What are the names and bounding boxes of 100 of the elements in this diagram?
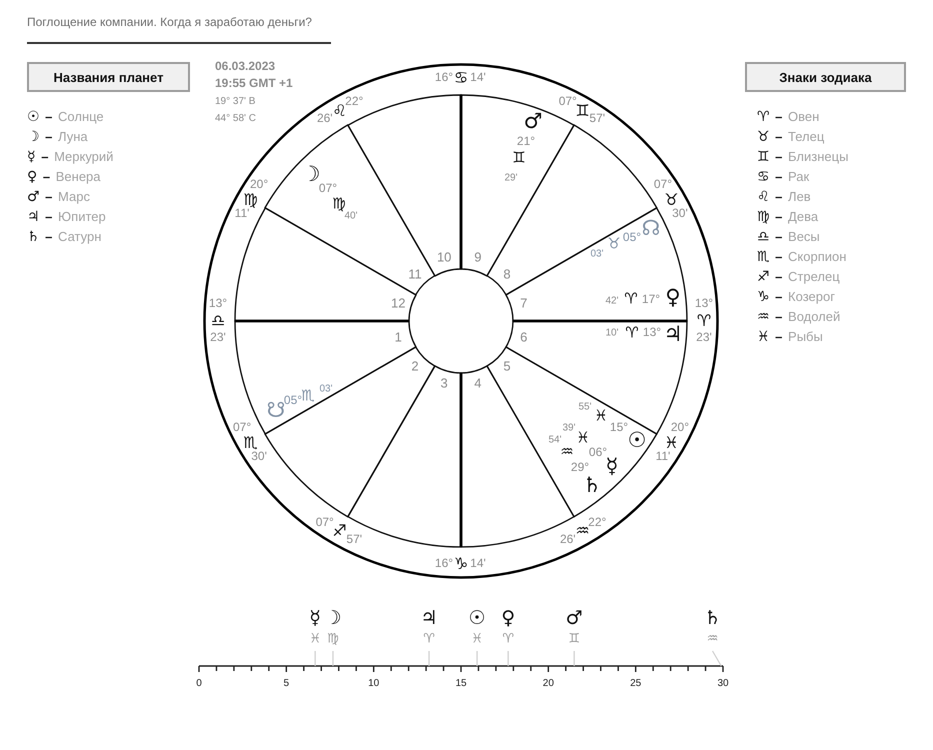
zodiac-symbol: ♈ [423, 632, 435, 648]
house-sector [265, 347, 435, 517]
cusp-minutes: 57' [346, 533, 362, 547]
cusp-minutes: 14' [470, 71, 486, 85]
degree-text: 05° [622, 231, 642, 245]
degree-text: 17° [642, 293, 660, 307]
time-text: 19:55 GMT +1 [215, 77, 293, 91]
minutes-text: 54' [548, 434, 562, 446]
zodiac-symbol: ♓ [471, 632, 483, 648]
planet-symbol: ☉ [628, 428, 646, 452]
coordinate-text: 44° 58' С [215, 113, 256, 125]
legend-entry: ♍ – Дева [757, 209, 818, 225]
zodiac-symbol: ♒ [575, 522, 590, 541]
zodiac-symbol: ♈ [625, 324, 639, 342]
legend-entry: ♈ – Овен [757, 109, 820, 125]
planet-symbol: ☽ [324, 608, 342, 630]
leader-line [476, 651, 478, 666]
zodiac-symbol: ♉ [664, 190, 679, 208]
minutes-text: 42' [605, 295, 618, 307]
legend-entry: ♒ – Водолей [757, 309, 840, 325]
cusp-minutes: 11' [234, 207, 250, 222]
zodiac-symbol: ♓ [664, 433, 679, 452]
house-number: 8 [503, 268, 511, 282]
scale-number: 5 [284, 678, 290, 690]
house-sector [235, 321, 416, 434]
minutes-text: 03' [590, 248, 604, 260]
planet-symbol: ☉ [468, 608, 486, 630]
chart-wheel [203, 63, 719, 579]
house-number: 11 [408, 268, 422, 282]
zodiac-symbol: ♏ [243, 433, 258, 452]
cusp-minutes: 30' [251, 450, 267, 464]
cusp-degree: 07° [316, 516, 334, 530]
house-number: 10 [436, 250, 452, 266]
legend-entry: ♎ – Весы [757, 229, 820, 245]
legend-entry: ♄ – Сатурн [27, 229, 102, 245]
degree-text: 21° [516, 135, 536, 149]
degree-text: 15° [610, 421, 628, 435]
degree-text: 06° [588, 446, 608, 460]
zodiac-symbol: ♓ [576, 429, 590, 447]
house-number: 1 [394, 330, 402, 346]
zodiac-symbol: ♍ [332, 195, 346, 212]
zodiac-symbol: ♈ [624, 290, 638, 308]
zodiac-symbol: ♌ [332, 101, 347, 120]
cusp-degree: 22° [345, 95, 364, 109]
scale-number: 10 [368, 678, 380, 690]
degree-text: 05° [284, 394, 302, 408]
scale-number: 30 [717, 678, 729, 690]
zodiac-symbol: ♒ [706, 632, 718, 648]
zodiac-symbol: ♍ [243, 190, 258, 208]
cusp-minutes: 14' [470, 557, 486, 571]
leader-line [332, 651, 334, 666]
legend-entry: ♑ – Козерог [757, 289, 835, 305]
house-number: 2 [411, 359, 419, 374]
cusp-minutes: 23' [210, 331, 226, 345]
house-number: 9 [474, 250, 482, 266]
zodiac-symbol: ♍ [327, 632, 339, 648]
minutes-text: 40' [344, 210, 358, 222]
legend-entry: ♃ – Юпитер [27, 209, 106, 225]
planet-symbol: ♀ [501, 608, 516, 630]
minutes-text: 03' [319, 383, 333, 395]
cusp-degree: 20° [250, 178, 268, 192]
coordinate-text: 19° 37' В [215, 96, 256, 108]
planet-symbol: ☿ [309, 608, 321, 630]
planet-symbol: ♄ [582, 472, 602, 498]
cusp-minutes: 11' [656, 450, 670, 464]
cusp-degree: 07° [558, 95, 577, 108]
zodiac-symbol: ♊ [512, 149, 526, 167]
cusp-degree: 22° [588, 516, 606, 530]
zodiac-symbol: ♈ [502, 632, 514, 648]
planet-symbol: ☋ [266, 398, 286, 422]
cusp-degree: 07° [654, 178, 672, 192]
zodiac-symbol: ♑ [454, 554, 468, 574]
planet-symbol: ☊ [642, 216, 660, 240]
house-sector [487, 347, 657, 517]
planet-symbol: ♃ [420, 608, 438, 630]
zodiac-symbol: ♓ [594, 407, 608, 425]
legend-entry: ♏ – Скорпион [757, 249, 846, 265]
cusp-minutes: 30' [672, 207, 688, 222]
cusp-degree: 16° [434, 557, 454, 571]
house-number: 4 [474, 376, 482, 392]
cusp-minutes: 26' [316, 112, 333, 126]
leader-line [574, 651, 575, 666]
cusp-degree: 07° [232, 420, 252, 435]
zodiac-symbol: ♓ [309, 632, 321, 648]
zodiac-symbol: ♉ [607, 235, 621, 253]
zodiac-symbol: ♏ [301, 387, 315, 405]
house-sector [506, 208, 687, 321]
date-text: 06.03.2023 [215, 60, 276, 74]
leader-line [712, 650, 722, 666]
legend-entry: ♓ – Рыбы [757, 329, 823, 345]
zodiac-symbol: ♋ [454, 68, 468, 88]
scale-number: 15 [455, 678, 467, 690]
legend-entry: ♀ – Венера [27, 169, 101, 185]
legend-entry: ♊ – Близнецы [757, 149, 848, 165]
legend-entry: ♌ – Лев [757, 189, 811, 205]
zodiac-symbol: ♐ [332, 522, 347, 541]
planet-symbol: ☿ [606, 454, 618, 478]
cusp-degree: 13° [694, 297, 714, 311]
degree-text: 13° [642, 326, 662, 340]
legend-entry: ☽ – Луна [27, 129, 88, 145]
